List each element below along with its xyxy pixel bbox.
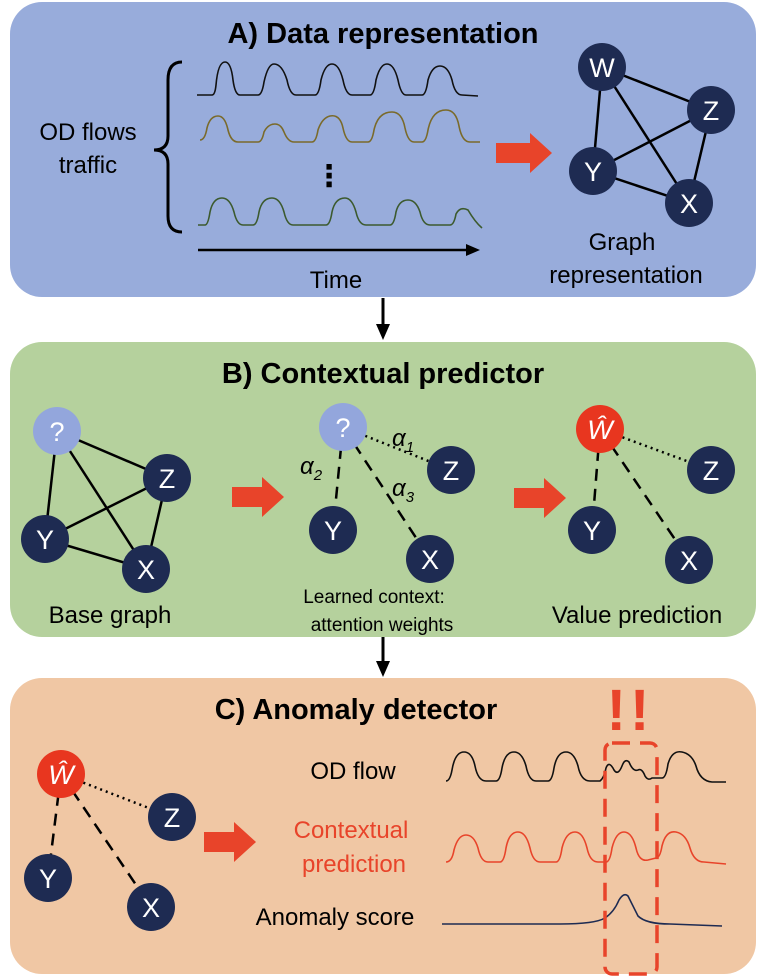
attention-edge: [598, 428, 691, 561]
svg-text:Y: Y: [324, 516, 342, 546]
panel-b-title: B) Contextual predictor: [222, 358, 544, 390]
flow-arrow-a-to-b-head: [376, 324, 390, 340]
svg-text:X: X: [137, 555, 155, 585]
node-z: Z: [687, 86, 735, 134]
panel-data-representation: A) Data representation OD flows traffic …: [10, 2, 756, 297]
node-x: X: [122, 545, 170, 593]
node-predicted: Ŵ: [37, 750, 85, 798]
panel-contextual-predictor: B) Contextual predictor ? Z Y X: [10, 342, 756, 637]
svg-text:X: X: [680, 189, 698, 219]
svg-text:X: X: [680, 546, 698, 576]
learned-context-label: Learned context:: [303, 587, 445, 608]
graph-edge: [55, 430, 148, 570]
node-w: W: [578, 43, 626, 91]
svg-text:Z: Z: [159, 464, 176, 494]
attention-weight-alpha2: α2: [300, 453, 323, 484]
node-z: Z: [148, 793, 196, 841]
panel-c-title: C) Anomaly detector: [215, 694, 498, 726]
svg-text:Y: Y: [584, 157, 602, 187]
node-x: X: [665, 536, 713, 584]
svg-text:Z: Z: [703, 96, 720, 126]
attention-weight-alpha1: α1: [392, 425, 414, 456]
transform-arrow-b1: [232, 477, 284, 517]
traffic-trace-2: [199, 109, 480, 143]
base-graph-label: Base graph: [49, 602, 172, 629]
svg-text:?: ?: [49, 417, 64, 447]
alert-marks: !!: [607, 678, 654, 743]
node-unknown: ?: [319, 403, 367, 451]
node-predicted: Ŵ: [576, 405, 624, 453]
svg-text:Ŵ: Ŵ: [48, 759, 76, 790]
value-prediction-label: Value prediction: [552, 602, 722, 629]
svg-text:X: X: [142, 893, 160, 923]
traces-ellipsis: ⋮: [314, 160, 344, 193]
node-y: Y: [568, 506, 616, 554]
flow-arrow-b-to-c-head: [376, 661, 390, 677]
node-y: Y: [309, 506, 357, 554]
svg-text:?: ?: [335, 413, 350, 443]
graph-edge: [600, 66, 691, 204]
contextual-prediction-label: Contextual: [294, 817, 409, 844]
contextual-prediction-trace: [445, 830, 727, 865]
traffic-trace-3: [198, 197, 483, 229]
node-y: Y: [21, 515, 69, 563]
attention-edge: [59, 773, 153, 908]
svg-text:Z: Z: [703, 456, 720, 486]
od-flow-label: OD flow: [310, 758, 396, 785]
attention-weight-alpha3: α3: [392, 475, 415, 506]
learned-context-label-2: attention weights: [311, 615, 454, 636]
transform-arrow-c: [204, 822, 256, 862]
contextual-prediction-label-2: prediction: [302, 851, 406, 878]
node-x: X: [127, 883, 175, 931]
prediction-graph: Ŵ Z Y X: [568, 405, 735, 584]
svg-text:W: W: [589, 53, 615, 83]
node-unknown: ?: [33, 407, 81, 455]
node-y: Y: [24, 854, 72, 902]
traffic-trace-1: [197, 61, 479, 97]
anomaly-score-trace: [442, 893, 723, 927]
node-z: Z: [427, 446, 475, 494]
detector-graph: Ŵ Z Y X: [24, 750, 196, 931]
graph-representation-label: Graph: [589, 229, 656, 256]
transform-arrow-b2: [514, 478, 566, 518]
attention-graph: ? Z Y X α1 α2 α3: [300, 403, 475, 583]
time-label: Time: [310, 267, 362, 294]
node-x: X: [406, 535, 454, 583]
od-flows-label: OD flows: [39, 119, 136, 146]
transform-arrow-a: [496, 133, 552, 173]
od-flow-trace: [445, 750, 726, 783]
panel-b-background: [10, 342, 756, 637]
svg-text:Ŵ: Ŵ: [587, 414, 615, 445]
svg-text:Y: Y: [36, 525, 54, 555]
panel-a-title: A) Data representation: [227, 18, 538, 50]
node-x: X: [665, 179, 713, 227]
attention-edge: [341, 426, 432, 560]
od-flows-label-2: traffic: [59, 152, 117, 179]
svg-text:Y: Y: [39, 864, 57, 894]
base-graph: ? Z Y X: [21, 407, 191, 593]
svg-text:Z: Z: [443, 456, 460, 486]
panel-anomaly-detector: C) Anomaly detector !! Ŵ Z Y X: [10, 678, 756, 976]
svg-text:Z: Z: [164, 803, 181, 833]
node-z: Z: [143, 454, 191, 502]
anomaly-score-label: Anomaly score: [256, 904, 415, 931]
node-y: Y: [569, 147, 617, 195]
panel-a-background: [10, 2, 756, 297]
graph-representation-label-2: representation: [549, 262, 702, 289]
node-z: Z: [687, 446, 735, 494]
svg-text:Y: Y: [583, 516, 601, 546]
graph-representation: W Z Y X: [569, 43, 735, 227]
anomaly-highlight-box: [603, 741, 659, 976]
time-axis-arrowhead: [466, 244, 480, 256]
svg-text:X: X: [421, 545, 439, 575]
curly-brace: [153, 60, 183, 234]
